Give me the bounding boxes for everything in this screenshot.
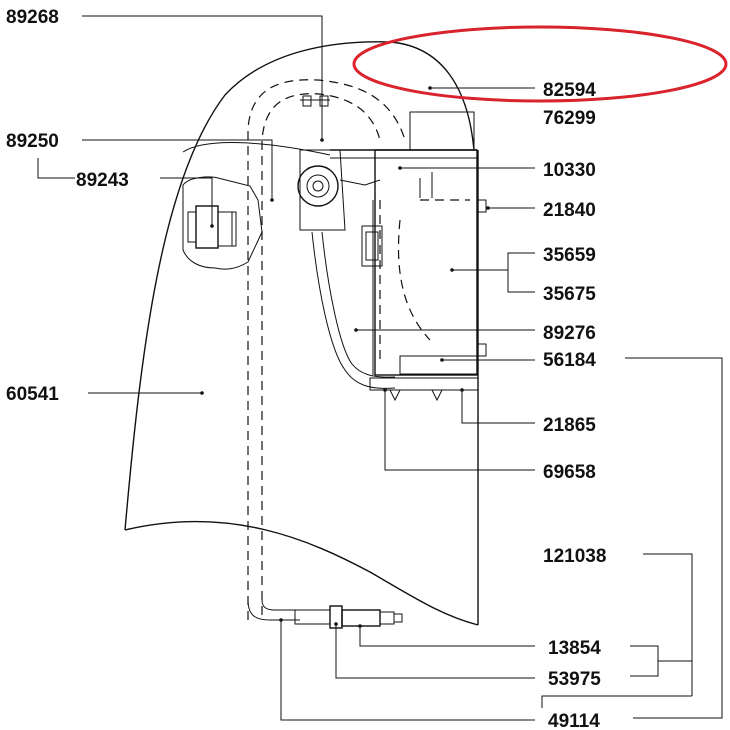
label-60541: 60541: [6, 384, 59, 405]
label-35659: 35659: [543, 245, 596, 266]
drive-assembly: [297, 95, 396, 389]
label-69658: 69658: [543, 462, 596, 483]
label-89268: 89268: [6, 7, 59, 28]
label-21840: 21840: [543, 200, 596, 221]
label-10330: 10330: [543, 160, 596, 181]
label-121038: 121038: [543, 546, 606, 567]
label-56184: 56184: [543, 350, 596, 371]
knob-assembly: [182, 176, 263, 270]
label-49114: 49114: [548, 711, 600, 730]
motor-box: [330, 111, 487, 625]
leader-dots: [200, 86, 490, 628]
label-13854: 13854: [548, 638, 601, 659]
label-89276: 89276: [543, 323, 596, 344]
label-89250: 89250: [6, 131, 59, 152]
label-82594: 82594: [543, 80, 596, 101]
label-89243: 89243: [76, 170, 129, 191]
pipe-fitting: [247, 599, 403, 629]
label-35675: 35675: [543, 284, 596, 305]
highlight-ellipse: [352, 25, 728, 103]
leader-lines: [37, 15, 723, 721]
label-53975: 53975: [548, 669, 601, 690]
hood-outline: [124, 41, 479, 626]
label-76299: 76299: [543, 108, 596, 129]
part-labels: 89268 89250 89243 60541 82594 76299 1033…: [6, 7, 606, 730]
label-21865: 21865: [543, 415, 596, 436]
